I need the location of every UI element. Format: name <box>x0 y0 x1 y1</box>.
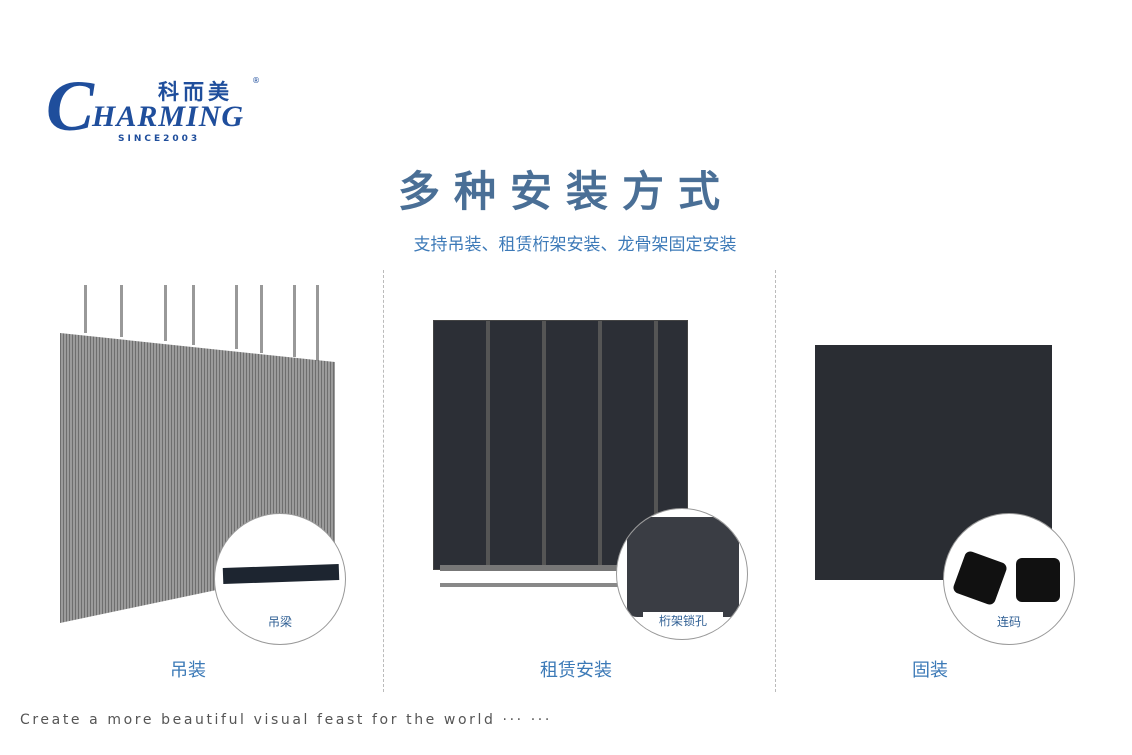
detail-caption: 吊梁 <box>267 615 292 629</box>
hanging-rod <box>235 285 238 349</box>
fixed-install-screen-image <box>815 345 1052 580</box>
page-subtitle: 支持吊装、租赁桁架安装、龙骨架固定安装 <box>413 235 737 255</box>
column-label-rental: 租赁安装 <box>540 660 612 681</box>
column-divider <box>775 270 776 692</box>
hanging-beam-image <box>222 563 340 585</box>
column-divider <box>383 270 384 692</box>
detail-caption: 桁架锁孔 <box>643 612 723 629</box>
hanging-rod <box>260 285 263 353</box>
truss-base <box>440 565 620 587</box>
logo-letter: C <box>46 66 95 146</box>
hanging-rod <box>120 285 123 337</box>
footer-slogan: Create a more beautiful visual feast for… <box>20 712 552 728</box>
hanging-rod <box>164 285 167 341</box>
registered-mark: ® <box>252 76 260 85</box>
hanging-rod <box>316 285 319 361</box>
detail-caption: 连码 <box>996 615 1021 629</box>
detail-circle-connector-plate: 连码 <box>943 513 1075 645</box>
brand-logo: C HARMING 科而美 ® SINCE2003 <box>46 70 266 149</box>
detail-circle-truss-lock: 桁架锁孔 <box>616 508 748 640</box>
column-label-hanging: 吊装 <box>170 660 206 681</box>
hanging-rod <box>192 285 195 345</box>
page-title: 多种安装方式 <box>397 167 734 216</box>
logo-word: HARMING <box>92 100 245 133</box>
connector-plate-image <box>1016 558 1060 602</box>
logo-since: SINCE2003 <box>118 134 201 144</box>
hanging-rod <box>293 285 296 357</box>
detail-circle-hanging-beam: 吊梁 <box>214 513 346 645</box>
column-label-fixed: 固装 <box>912 660 948 681</box>
truss-lock-image <box>627 517 739 617</box>
connector-plate-image <box>951 549 1009 607</box>
logo-chinese: 科而美 <box>158 80 233 104</box>
hanging-rod <box>84 285 87 333</box>
